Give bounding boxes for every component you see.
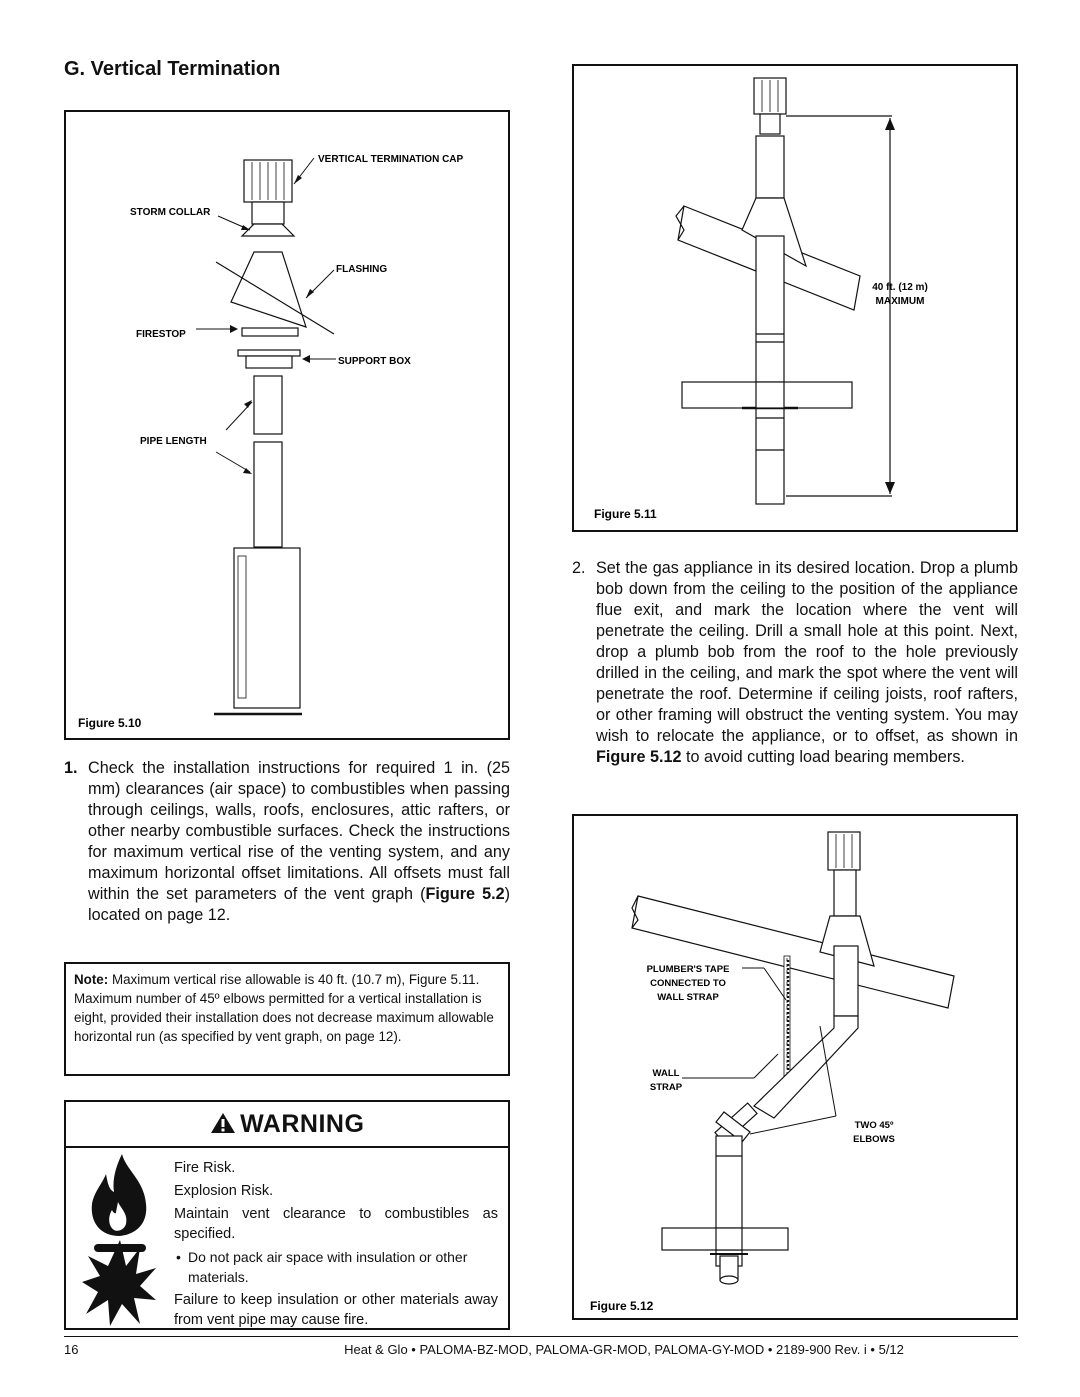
note-text: Maximum vertical rise allowable is 40 ft…: [74, 972, 494, 1044]
warning-box: WARNING Fire Risk. Explosion Risk. Maint…: [64, 1100, 510, 1330]
step-2-text-b: to avoid cutting load bearing members.: [681, 748, 965, 766]
step-2-figure-ref[interactable]: Figure 5.12: [596, 748, 682, 766]
figure-5-12-label: Figure 5.12: [590, 1299, 654, 1313]
step-2-text-a: Set the gas appliance in its desired loc…: [596, 559, 1018, 745]
warning-bullet: • Do not pack air space with insulation …: [174, 1247, 498, 1287]
warning-bullet-text: Do not pack air space with insulation or…: [188, 1249, 468, 1285]
callout-pipe-length: PIPE LENGTH: [140, 436, 207, 447]
callout-vertical-termination-cap: VERTICAL TERMINATION CAP: [318, 154, 464, 165]
step-1-text-b: ) located on page 12.: [88, 885, 510, 924]
callout-wall-strap-2: STRAP: [650, 1082, 683, 1093]
step-1-text-a: Check the installation instructions for …: [88, 759, 510, 903]
section-title: G. Vertical Termination: [64, 58, 281, 80]
warning-divider: [66, 1146, 508, 1148]
figure-5-10-label: Figure 5.10: [78, 716, 142, 730]
callout-plumbers-tape-1: PLUMBER'S TAPE: [647, 964, 730, 975]
callout-elbows-1: TWO 45º: [855, 1120, 894, 1131]
warning-fire-risk: Fire Risk.: [174, 1160, 236, 1176]
callout-plumbers-tape-3: WALL STRAP: [657, 992, 719, 1003]
footer-rule: [64, 1336, 1018, 1337]
page-number: 16: [64, 1342, 79, 1357]
warning-title: WARNING: [240, 1110, 365, 1138]
step-2: 2. Set the gas appliance in its desired …: [572, 558, 1018, 768]
callout-plumbers-tape-2: CONNECTED TO: [650, 978, 726, 989]
callout-flashing: FLASHING: [336, 264, 387, 275]
step-1: 1. Check the installation instructions f…: [64, 758, 510, 926]
warning-failure: Failure to keep insulation or other mate…: [174, 1292, 498, 1328]
callout-wall-strap-1: WALL: [653, 1068, 680, 1079]
bullet-icon: •: [176, 1249, 181, 1265]
warning-text-block: Fire Risk. Explosion Risk. Maintain vent…: [174, 1158, 498, 1330]
callout-elbows-2: ELBOWS: [853, 1134, 895, 1145]
step-2-number: 2.: [572, 559, 586, 577]
note-label: Note:: [74, 972, 109, 987]
figure-5-11-label: Figure 5.11: [594, 507, 657, 521]
warning-maintain-clearance: Maintain vent clearance to combustibles …: [174, 1206, 498, 1242]
callout-storm-collar: STORM COLLAR: [130, 207, 211, 218]
dimension-label-line1: 40 ft. (12 m): [872, 282, 928, 293]
callout-firestop: FIRESTOP: [136, 329, 186, 340]
warning-triangle-icon: [210, 1113, 235, 1133]
warning-header: WARNING: [66, 1110, 508, 1139]
figure-5-12: PLUMBER'S TAPE CONNECTED TO WALL STRAP W…: [572, 814, 1018, 1320]
note-box: Note: Maximum vertical rise allowable is…: [64, 962, 510, 1076]
dimension-label-line2: MAXIMUM: [876, 296, 925, 307]
figure-5-10: VERTICAL TERMINATION CAP STORM COLLAR FL…: [64, 110, 510, 740]
explosion-icon: [82, 1240, 156, 1326]
figure-5-11-drawing: 40 ft. (12 m) MAXIMUM Figure 5.11: [594, 77, 928, 521]
step-1-number: 1.: [64, 759, 78, 777]
figure-5-11: 40 ft. (12 m) MAXIMUM Figure 5.11: [572, 64, 1018, 532]
figure-5-12-drawing: PLUMBER'S TAPE CONNECTED TO WALL STRAP W…: [590, 831, 955, 1313]
step-1-figure-ref[interactable]: Figure 5.2: [425, 885, 505, 903]
footer-text: Heat & Glo • PALOMA-BZ-MOD, PALOMA-GR-MO…: [344, 1342, 904, 1357]
warning-explosion-risk: Explosion Risk.: [174, 1183, 274, 1199]
callout-support-box: SUPPORT BOX: [338, 356, 411, 367]
figure-5-10-drawing: VERTICAL TERMINATION CAP STORM COLLAR FL…: [78, 154, 464, 730]
